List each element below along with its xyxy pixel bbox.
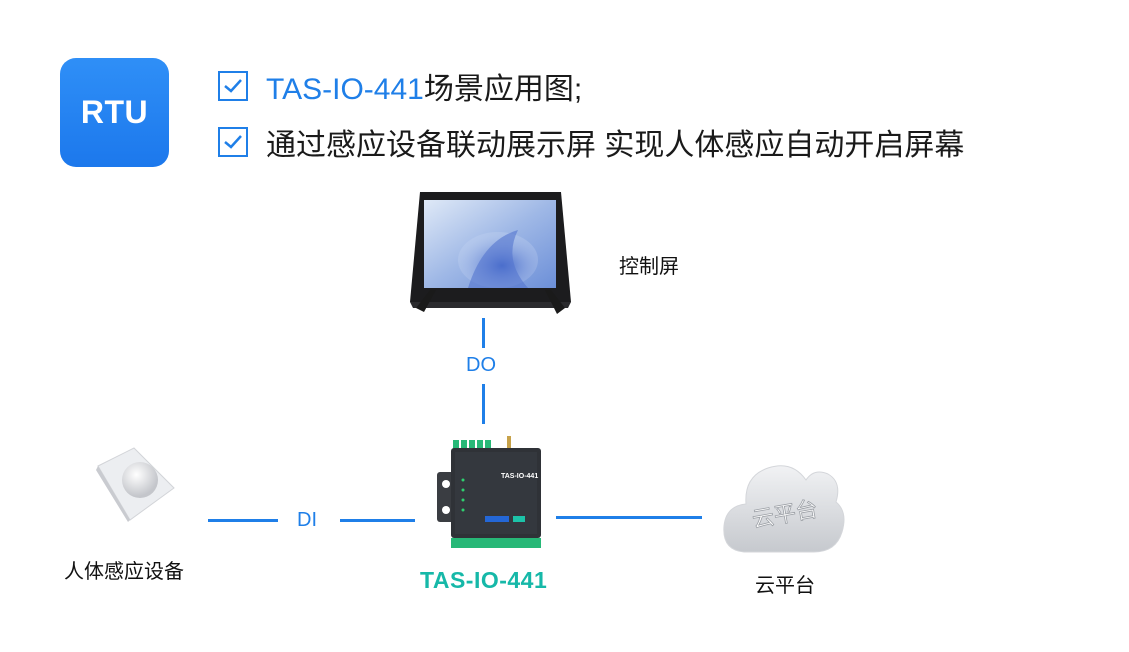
di-label: DI (297, 509, 317, 531)
rtu-device-image: TAS-IO-441 (437, 436, 541, 548)
sensor-label: 人体感应设备 (64, 561, 184, 583)
bullet-item-2: 通过感应设备联动展示屏 实现人体感应自动开启屏幕 (218, 120, 964, 164)
bullet-text: TAS-IO-441场景应用图; (266, 64, 582, 108)
cloud-label: 云平台 (755, 575, 815, 597)
checkbox-icon (218, 71, 248, 101)
bullet-text: 通过感应设备联动展示屏 实现人体感应自动开启屏幕 (266, 129, 965, 162)
do-line-bottom (482, 384, 485, 424)
rtu-badge: RTU (60, 58, 169, 167)
do-label: DO (466, 354, 496, 376)
bullet-item-1: TAS-IO-441场景应用图; (218, 64, 582, 108)
screen-label: 控制屏 (619, 256, 679, 278)
motion-sensor-image (96, 447, 175, 522)
device-label: TAS-IO-441 (420, 567, 548, 593)
do-line-top (482, 318, 485, 348)
di-line-right (340, 519, 415, 522)
control-screen-image (410, 192, 571, 314)
device-front-label: TAS-IO-441 (501, 473, 538, 480)
bullet-highlight: TAS-IO-441 (266, 73, 424, 106)
checkbox-icon (218, 127, 248, 157)
cloud-line (556, 516, 702, 519)
di-line-left (208, 519, 278, 522)
cloud-icon: 云平台 (723, 465, 845, 553)
bullet-label: 场景应用图; (423, 73, 583, 106)
